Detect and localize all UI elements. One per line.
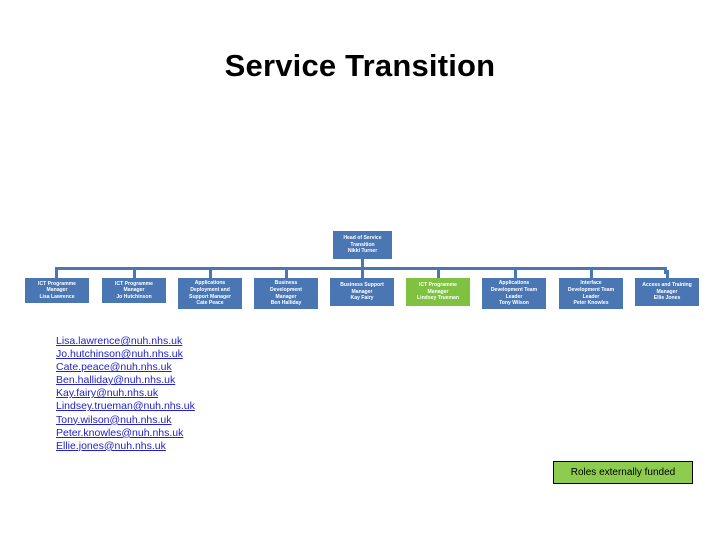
email-link[interactable]: Ellie.jones@nuh.nhs.uk [56, 439, 166, 452]
email-list: Lisa.lawrence@nuh.nhs.uk Jo.hutchinson@n… [56, 335, 195, 453]
connector-drop-3 [209, 270, 212, 278]
node-person-name: Kay Fairy [350, 295, 374, 302]
connector-drop-2 [133, 270, 136, 278]
connector-drop-5 [361, 270, 364, 278]
node-person-name: Peter Knowles [573, 300, 609, 307]
email-link[interactable]: Kay.fairy@nuh.nhs.uk [56, 387, 159, 400]
node-head-of-service-transition[interactable]: Head of Service Transition Nikki Turner [333, 231, 392, 259]
connector-drop-7 [514, 270, 517, 278]
node-role-line-3: Leader [505, 293, 523, 300]
node-role-line-1: ICT Programme [115, 280, 153, 287]
email-link[interactable]: Peter.knowles@nuh.nhs.uk [56, 426, 184, 439]
connector-drop-9 [666, 270, 669, 278]
node-business-development-manager[interactable]: Business Development Manager Ben Hallida… [254, 278, 318, 309]
node-person-name: Lisa Lawrence [39, 293, 75, 300]
legend-label: Roles externally funded [570, 467, 676, 478]
node-role-line-2: Development [270, 286, 302, 293]
node-role-line-1: ICT Programme [38, 280, 76, 287]
connector-drop-8 [590, 270, 593, 278]
node-role-line-1: Interface [580, 280, 602, 287]
node-role-line-1: Business Support [340, 282, 384, 289]
node-role-line-3: Manager [275, 293, 297, 300]
node-person-name: Ellie Jones [653, 295, 681, 302]
node-role-line-1: Business [274, 280, 298, 287]
connector-bus-right-cap [664, 267, 667, 274]
node-role-line-1: Applications [194, 280, 226, 287]
email-link[interactable]: Lindsey.trueman@nuh.nhs.uk [56, 400, 195, 413]
node-role-line-3: Support Manager [189, 293, 231, 300]
node-applications-development-team-leader[interactable]: Applications Development Team Leader Ton… [482, 278, 546, 309]
connector-drop-4 [285, 270, 288, 278]
node-applications-deployment-and-support-manager[interactable]: Applications Deployment and Support Mana… [178, 278, 242, 309]
node-role-line-3: Leader [582, 293, 600, 300]
email-link[interactable]: Jo.hutchinson@nuh.nhs.uk [56, 348, 183, 361]
node-person-name: Ben Halliday [270, 300, 302, 307]
node-person-name: Jo Hutchinson [116, 293, 152, 300]
node-role-line-1: Head of Service [343, 235, 382, 242]
page-title: Service Transition [224, 48, 496, 83]
node-role-line-2: Development Team [567, 286, 615, 293]
node-person-name: Tony Wilson [499, 300, 529, 307]
node-interface-development-team-leader[interactable]: Interface Development Team Leader Peter … [559, 278, 623, 309]
node-role-line-2: Manager [351, 288, 373, 295]
email-link[interactable]: Ben.halliday@nuh.nhs.uk [56, 374, 176, 387]
node-role-line-2: Deployment and [190, 286, 230, 293]
legend-externally-funded: Roles externally funded [553, 461, 693, 484]
email-link[interactable]: Lisa.lawrence@nuh.nhs.uk [56, 335, 183, 347]
node-role-line-2: Manager [427, 288, 449, 295]
connector-horizontal-bus [55, 267, 667, 270]
node-person-name: Lindsey Trueman [417, 295, 459, 302]
node-role-line-1: Access and Training [642, 282, 692, 289]
node-ict-programme-manager-lisa-lawrence[interactable]: ICT Programme Manager Lisa Lawrence [25, 278, 89, 303]
connector-drop-6 [437, 270, 440, 278]
connector-drop-1 [55, 270, 58, 278]
node-person-name: Nikki Turner [347, 248, 378, 255]
node-role-line-2: Transition [350, 241, 375, 248]
node-business-support-manager[interactable]: Business Support Manager Kay Fairy [330, 278, 394, 306]
node-role-line-2: Manager [46, 287, 68, 294]
email-link[interactable]: Cate.peace@nuh.nhs.uk [56, 361, 172, 374]
node-access-and-training-manager[interactable]: Access and Training Manager Ellie Jones [635, 278, 699, 306]
node-ict-programme-manager-lindsey-trueman[interactable]: ICT Programme Manager Lindsey Trueman [406, 278, 470, 306]
node-person-name: Cate Peace [196, 300, 224, 307]
node-role-line-1: Applications [498, 280, 530, 287]
node-role-line-2: Manager [656, 288, 678, 295]
node-role-line-1: ICT Programme [419, 282, 457, 289]
connector-root-drop [361, 259, 364, 268]
email-link[interactable]: Tony.wilson@nuh.nhs.uk [56, 413, 172, 426]
node-role-line-2: Development Team [490, 286, 538, 293]
node-role-line-2: Manager [123, 287, 145, 294]
node-ict-programme-manager-jo-hutchinson[interactable]: ICT Programme Manager Jo Hutchinson [102, 278, 166, 303]
